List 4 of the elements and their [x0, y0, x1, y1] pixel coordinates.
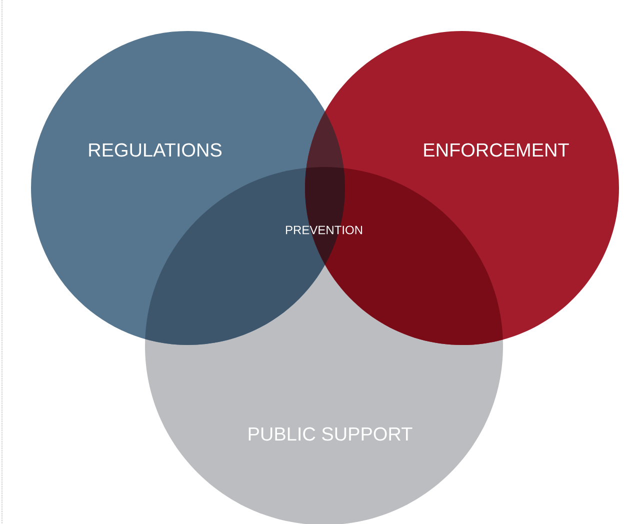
- circle-label: ENFORCEMENT: [424, 143, 569, 157]
- center-label: PREVENTION: [286, 226, 362, 234]
- circle-label: REGULATIONS: [89, 143, 222, 157]
- circle-label: PUBLIC SUPPORT: [248, 427, 412, 441]
